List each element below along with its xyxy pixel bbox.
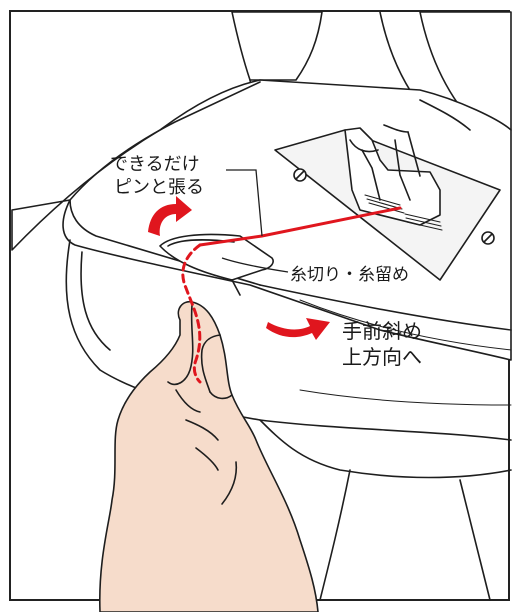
thread-hidden xyxy=(181,243,202,384)
hand xyxy=(98,300,319,612)
thread-cutter-tab xyxy=(159,233,274,281)
arrow-forward-upward xyxy=(266,318,330,340)
arrow-pull-taut xyxy=(148,196,192,236)
leader-lines xyxy=(221,169,289,273)
label-pull-taut-line2: ピンと張る xyxy=(114,177,204,198)
thumb xyxy=(167,304,194,386)
label-thread-cutter: 糸切り・糸留め xyxy=(290,265,409,285)
label-pull-taut-line1: できるだけ xyxy=(110,154,200,175)
machine-head xyxy=(231,11,323,81)
sewing-machine xyxy=(11,11,512,601)
feed-dogs xyxy=(364,194,443,231)
leader-thread-cutter xyxy=(221,257,289,273)
leader-pull-taut xyxy=(226,169,263,237)
label-direction-line1: 手前斜め xyxy=(342,319,422,343)
label-direction-line2: 上方向へ xyxy=(342,345,422,369)
